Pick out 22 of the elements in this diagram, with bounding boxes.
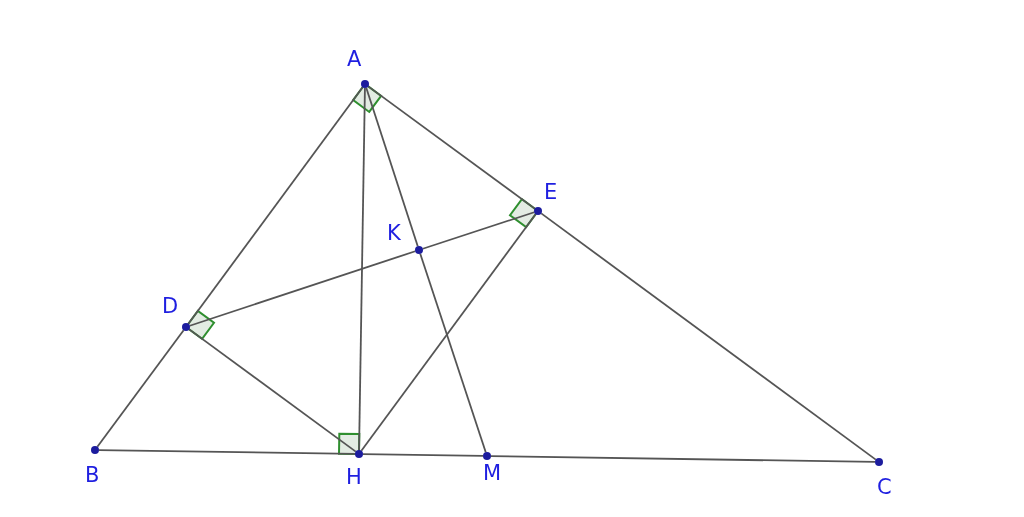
point-label: A	[347, 48, 362, 70]
line-segment	[187, 86, 364, 325]
line-segment	[188, 328, 357, 453]
point-label: M	[483, 462, 502, 484]
line-segment	[362, 453, 484, 457]
line-segment	[188, 250, 417, 327]
line-segment	[540, 212, 877, 461]
line-segment	[98, 449, 356, 455]
point-label: D	[162, 295, 179, 317]
line-segment	[490, 455, 876, 463]
line-segment	[358, 87, 366, 451]
line-segment	[367, 85, 536, 210]
point-label: C	[877, 476, 892, 498]
line-segment	[96, 329, 185, 448]
point-label: B	[85, 464, 100, 486]
point-label: E	[544, 181, 558, 203]
line-segment	[365, 86, 419, 248]
line-segment	[360, 213, 537, 452]
point-label: K	[387, 222, 401, 244]
line-segment	[419, 252, 487, 454]
point-label: H	[346, 466, 362, 488]
line-segment	[421, 211, 536, 250]
